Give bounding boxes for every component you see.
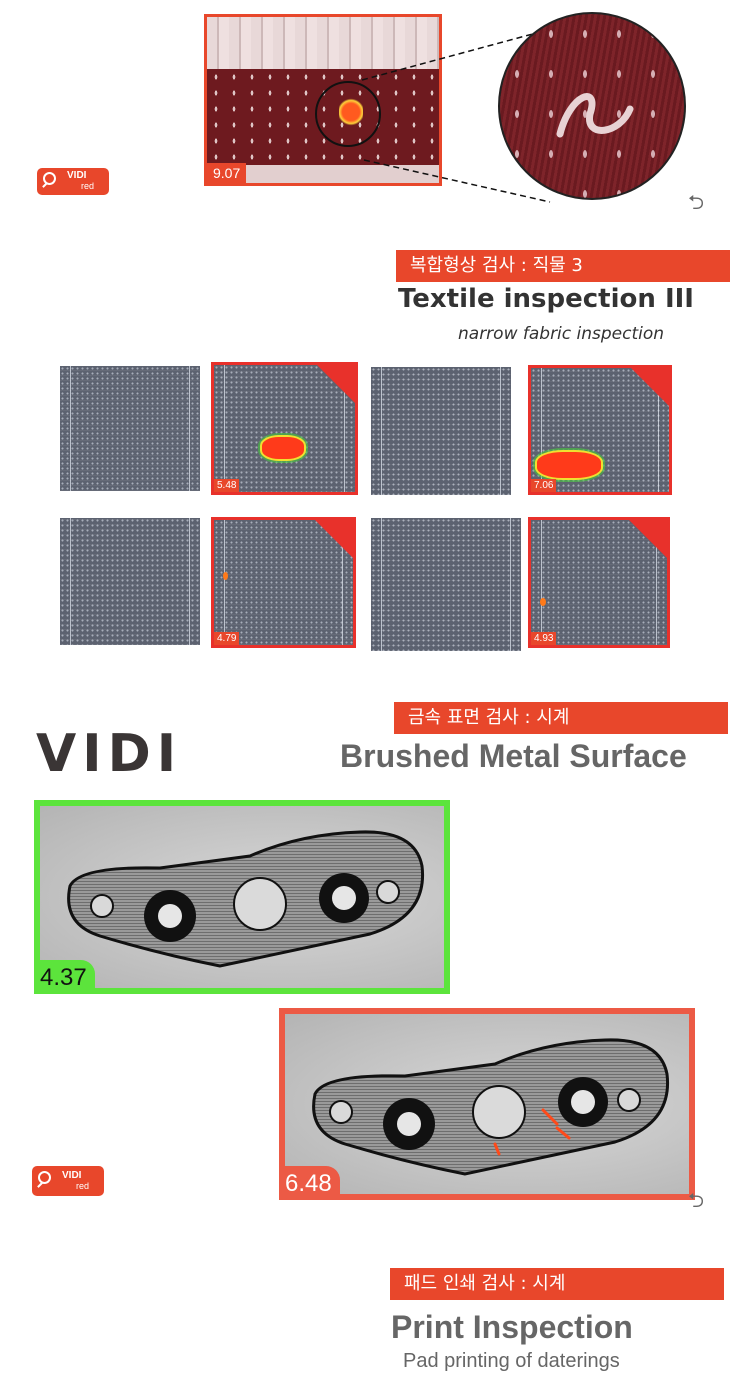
zoom-magnified-circle <box>498 12 686 200</box>
print-section-banner: 패드 인쇄 검사 : 시계 <box>390 1268 724 1300</box>
sample-score: 4.93 <box>531 632 557 645</box>
vidi-red-logo-top: VIDI red <box>37 168 109 195</box>
textile-section-subtitle: narrow fabric inspection <box>458 324 665 344</box>
metal-section-title: Brushed Metal Surface <box>340 738 687 774</box>
closeup-score: 9.07 <box>207 163 247 183</box>
sample-score: 5.48 <box>214 479 240 492</box>
defect-highlight <box>540 598 546 606</box>
vidi-red-logo-bottom: VIDI red <box>32 1166 104 1196</box>
print-section-title: Print Inspection <box>391 1309 633 1345</box>
metal-plate-pass-frame: 4.37 <box>34 800 450 994</box>
magnifier-icon <box>43 172 56 185</box>
sample-score: 4.79 <box>214 632 240 645</box>
fabric-sample-ok <box>60 366 200 491</box>
detection-circle <box>315 81 381 147</box>
loose-thread <box>556 93 634 138</box>
fabric-sample-ok <box>371 367 511 495</box>
print-section-subtitle: Pad printing of daterings <box>403 1350 620 1372</box>
plate-score-defect: 6.48 <box>279 1166 340 1200</box>
fabric-sample-defect: 5.48 <box>211 362 358 495</box>
fabric-closeup-image: 9.07 <box>204 14 442 186</box>
plate-score-pass: 4.37 <box>34 960 95 994</box>
fabric-white-band <box>207 17 439 69</box>
magnifier-icon <box>38 1171 51 1184</box>
fabric-sample-ok <box>371 518 521 651</box>
undo-arrow-icon[interactable]: ⮌ <box>688 190 705 214</box>
metal-section-banner: 금속 표면 검사 : 시계 <box>394 702 728 734</box>
fabric-bottom-band <box>207 165 439 183</box>
sample-score: 7.06 <box>531 479 557 492</box>
textile-section-banner: 복합형상 검사 : 직물 3 <box>396 250 730 282</box>
fabric-sample-defect: 7.06 <box>528 365 672 495</box>
defect-highlight <box>262 437 304 459</box>
metal-plate-pass <box>67 830 425 968</box>
defect-highlight <box>339 97 363 127</box>
scratch-highlights <box>493 1108 571 1156</box>
metal-plate-defect-frame: 6.48 <box>279 1008 695 1200</box>
fabric-sample-ok <box>60 518 200 645</box>
metal-plate-defect <box>312 1038 670 1176</box>
defect-highlight <box>223 572 228 580</box>
fabric-sample-defect: 4.79 <box>211 517 356 648</box>
textile-section-title: Textile inspection III <box>398 284 694 314</box>
fabric-sample-defect: 4.93 <box>528 517 670 648</box>
vidi-wordmark: VIDI <box>36 724 183 784</box>
defect-highlight <box>537 452 601 478</box>
undo-arrow-icon[interactable]: ⮌ <box>688 1188 705 1212</box>
